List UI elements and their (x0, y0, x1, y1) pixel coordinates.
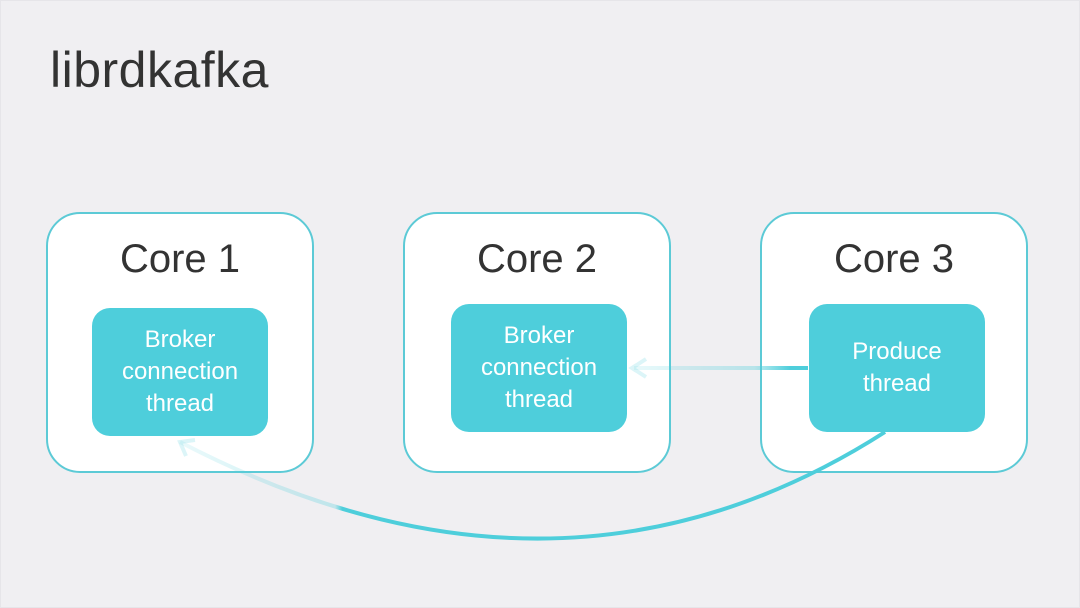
core-1-box: Core 1 Broker connection thread (46, 212, 314, 473)
core-3-produce-thread: Produce thread (809, 304, 985, 432)
core-1-label: Core 1 (119, 237, 241, 281)
core-2-label: Core 2 (476, 237, 598, 281)
core-1-broker-connection-thread: Broker connection thread (92, 308, 268, 436)
slide-title: librdkafka (50, 42, 269, 98)
core-2-broker-connection-thread: Broker connection thread (451, 304, 627, 432)
core-3-label: Core 3 (833, 237, 955, 281)
core-3-box: Core 3 Produce thread (760, 212, 1028, 473)
core-2-box: Core 2 Broker connection thread (403, 212, 671, 473)
